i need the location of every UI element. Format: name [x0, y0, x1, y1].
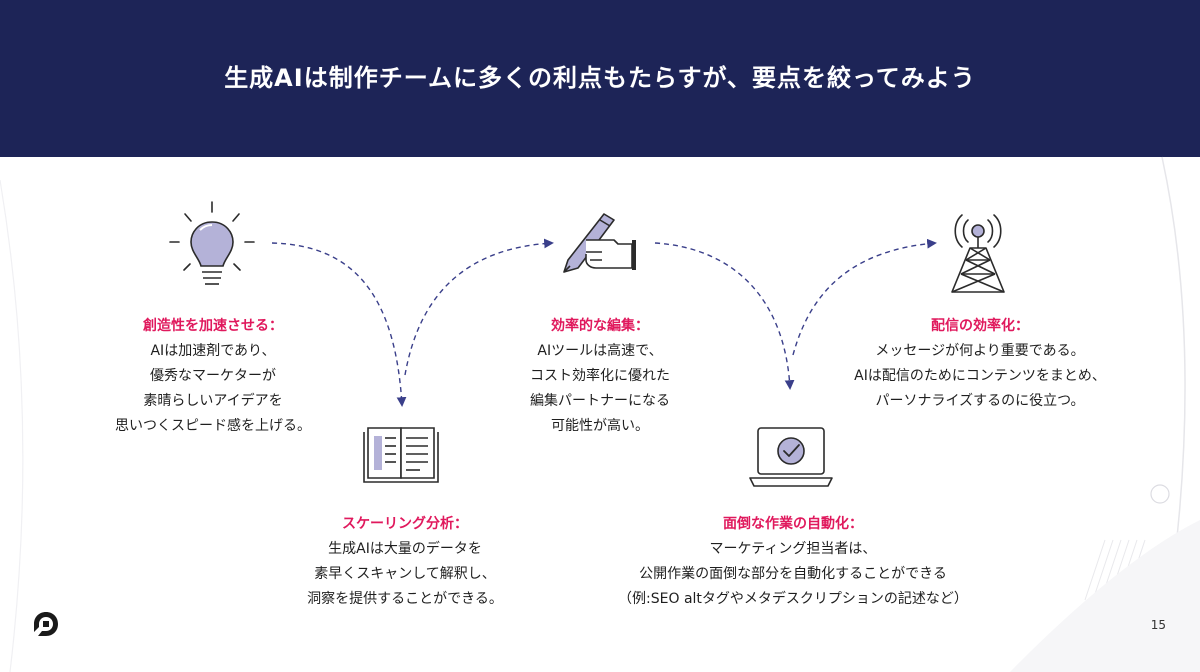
- page-number: 15: [1150, 618, 1166, 632]
- step-title: 配信の効率化：: [931, 318, 1029, 334]
- step-line: （例:SEO altタグやメタデスクリプションの記述など）: [618, 591, 968, 607]
- step-line: 優秀なマーケターが: [150, 368, 276, 384]
- step-line: 思いつくスピード感を上げる。: [115, 418, 311, 434]
- step-editing: 効率的な編集： AIツールは高速で、 コスト効率化に優れた 編集パートナーになる…: [480, 314, 720, 439]
- step-delivery: 配信の効率化： メッセージが何より重要である。 AIは配信のためにコンテンツをま…: [820, 314, 1140, 414]
- broadcast-tower-icon: [951, 214, 1005, 293]
- step-line: マーケティング担当者は、: [709, 541, 877, 557]
- hand-pen-icon: [563, 213, 636, 273]
- step-title: 効率的な編集：: [551, 318, 649, 334]
- step-line: 素早くスキャンして解釈し、: [314, 566, 496, 582]
- step-line: コスト効率化に優れた: [530, 368, 670, 384]
- brand-logo-icon: [34, 612, 58, 636]
- step-line: 可能性が高い。: [551, 418, 649, 434]
- arrow-scaling-to-editing: [404, 238, 554, 376]
- laptop-check-icon: [749, 427, 833, 487]
- step-line: AIは配信のためにコンテンツをまとめ、: [854, 368, 1106, 384]
- step-automation: 面倒な作業の自動化： マーケティング担当者は、 公開作業の面倒な部分を自動化する…: [575, 512, 1011, 612]
- step-line: 生成AIは大量のデータを: [328, 541, 482, 557]
- step-line: 素晴らしいアイデアを: [143, 393, 283, 409]
- lightbulb-icon: [169, 201, 255, 285]
- step-scaling: スケーリング分析： 生成AIは大量のデータを 素早くスキャンして解釈し、 洞察を…: [270, 512, 540, 612]
- arrow-creativity-to-scaling: [271, 242, 407, 407]
- step-title: 面倒な作業の自動化：: [723, 516, 863, 532]
- open-book-icon: [363, 427, 439, 483]
- step-title: 創造性を加速させる：: [143, 318, 283, 334]
- step-creativity: 創造性を加速させる： AIは加速剤であり、 優秀なマーケターが 素晴らしいアイデ…: [80, 314, 346, 439]
- step-line: AIツールは高速で、: [537, 343, 663, 359]
- step-line: パーソナライズするのに役立つ。: [875, 393, 1085, 409]
- step-line: 編集パートナーになる: [530, 393, 670, 409]
- step-title: スケーリング分析：: [342, 516, 468, 532]
- page-title: 生成AIは制作チームに多くの利点もたらすが、要点を絞ってみよう: [224, 64, 976, 92]
- step-line: 洞察を提供することができる。: [307, 591, 503, 607]
- step-line: メッセージが何より重要である。: [875, 343, 1085, 359]
- header-banner: 生成AIは制作チームに多くの利点もたらすが、要点を絞ってみよう: [0, 0, 1200, 157]
- step-line: 公開作業の面倒な部分を自動化することができる: [639, 566, 947, 582]
- arrow-editing-to-automation: [654, 242, 795, 390]
- step-line: AIは加速剤であり、: [150, 343, 276, 359]
